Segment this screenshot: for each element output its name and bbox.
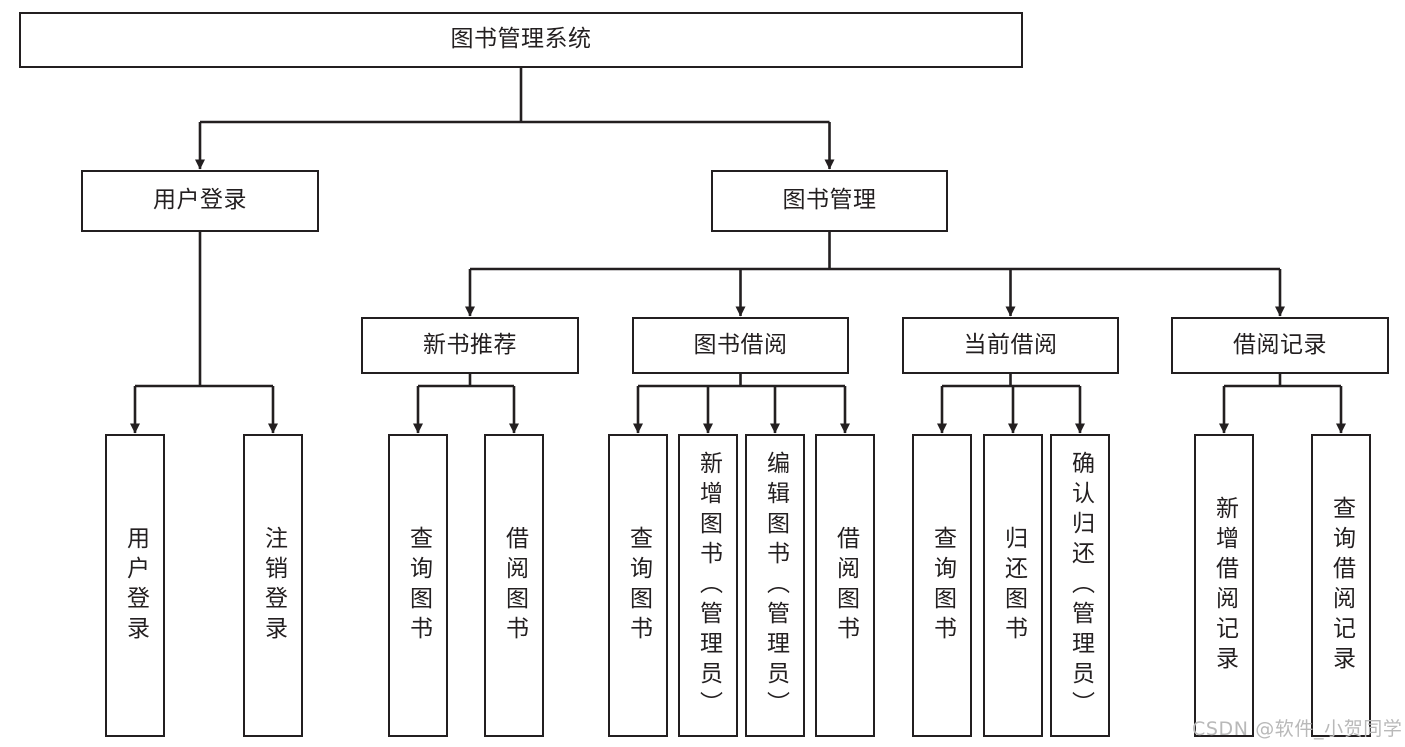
node-new-book-recommend[interactable]: 新书推荐 [361, 317, 579, 374]
node-book-borrow[interactable]: 图书借阅 [632, 317, 849, 374]
leaf-query-book-recommend-label: 查询图书 [405, 525, 432, 646]
leaf-query-borrow-record-label: 查询借阅记录 [1328, 495, 1355, 676]
leaf-query-book-recommend[interactable]: 查询图书 [388, 434, 448, 737]
leaf-return-book[interactable]: 归还图书 [983, 434, 1043, 737]
leaf-logout-label: 注销登录 [260, 525, 287, 646]
node-borrow-record-label: 借阅记录 [1233, 331, 1327, 358]
leaf-add-borrow-record[interactable]: 新增借阅记录 [1194, 434, 1254, 737]
node-current-borrow-label: 当前借阅 [963, 331, 1058, 358]
csdn-watermark: CSDN @软件_小贺同学 [1192, 718, 1403, 740]
leaf-borrow-book[interactable]: 借阅图书 [815, 434, 875, 737]
leaf-add-borrow-record-label: 新增借阅记录 [1211, 495, 1238, 676]
node-root-label: 图书管理系统 [450, 26, 592, 53]
leaf-query-book-current[interactable]: 查询图书 [912, 434, 972, 737]
leaf-user-login[interactable]: 用户登录 [105, 434, 165, 737]
leaf-query-book-borrow-label: 查询图书 [625, 525, 652, 646]
leaf-query-book-current-label: 查询图书 [929, 525, 956, 646]
leaf-confirm-return-label: 确认归还（管理员） [1067, 450, 1094, 721]
leaf-borrow-book-recommend[interactable]: 借阅图书 [484, 434, 544, 737]
leaf-confirm-return[interactable]: 确认归还（管理员） [1050, 434, 1110, 737]
node-current-borrow[interactable]: 当前借阅 [902, 317, 1119, 374]
leaf-logout[interactable]: 注销登录 [243, 434, 303, 737]
leaf-edit-book-label: 编辑图书（管理员） [762, 450, 789, 721]
leaf-edit-book[interactable]: 编辑图书（管理员） [745, 434, 805, 737]
node-root[interactable]: 图书管理系统 [19, 12, 1023, 68]
leaf-user-login-label: 用户登录 [122, 525, 149, 646]
node-book-manage[interactable]: 图书管理 [711, 170, 948, 232]
node-user-login[interactable]: 用户登录 [81, 170, 319, 232]
leaf-return-book-label: 归还图书 [1000, 525, 1027, 646]
leaf-borrow-book-label: 借阅图书 [832, 525, 859, 646]
leaf-borrow-book-recommend-label: 借阅图书 [501, 525, 528, 646]
leaf-query-borrow-record[interactable]: 查询借阅记录 [1311, 434, 1371, 737]
leaf-add-book-label: 新增图书（管理员） [695, 450, 722, 721]
edge-group [130, 68, 1346, 434]
node-book-borrow-label: 图书借阅 [693, 331, 788, 358]
node-borrow-record[interactable]: 借阅记录 [1171, 317, 1389, 374]
node-user-login-label: 用户登录 [153, 187, 247, 214]
node-new-book-recommend-label: 新书推荐 [423, 331, 517, 358]
leaf-query-book-borrow[interactable]: 查询图书 [608, 434, 668, 737]
leaf-add-book[interactable]: 新增图书（管理员） [678, 434, 738, 737]
node-book-manage-label: 图书管理 [782, 187, 877, 214]
